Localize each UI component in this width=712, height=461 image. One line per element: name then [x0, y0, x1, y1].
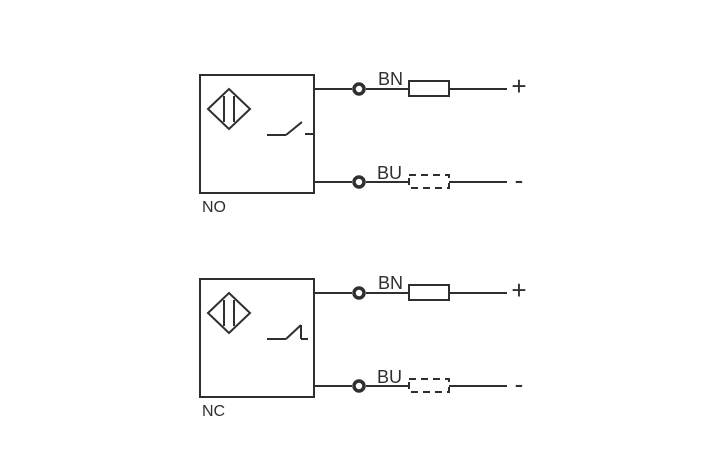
switch-normally-open-icon: [267, 121, 313, 136]
wire-label-bu: BU: [377, 367, 402, 387]
terminal-circle: [352, 175, 366, 189]
load-resistor-solid: [408, 284, 450, 301]
polarity-plus: +: [511, 71, 526, 101]
wire-bu: BU -: [314, 367, 523, 399]
polarity-minus: -: [515, 369, 524, 399]
wire-label-bn: BN: [378, 273, 403, 293]
wire-label-bu: BU: [377, 163, 402, 183]
diagram-normally-closed: BN + BU - NC: [199, 273, 527, 420]
wire-label-bn: BN: [378, 69, 403, 89]
terminal-circle: [352, 82, 366, 96]
switch-blade: [285, 121, 303, 136]
load-resistor-dashed: [408, 378, 450, 393]
polarity-minus: -: [515, 165, 524, 195]
diagram-label-no: NO: [202, 199, 226, 216]
load-resistor-solid: [408, 80, 450, 97]
switch-blade: [285, 324, 302, 340]
wire-bn: BN +: [314, 273, 527, 305]
wire-bu: BU -: [314, 163, 523, 195]
load-resistor-dashed: [408, 174, 450, 189]
wire-bn: BN +: [314, 69, 527, 101]
sensor-body: [199, 74, 315, 194]
switch-normally-closed-icon: [267, 324, 308, 340]
terminal-circle: [352, 286, 366, 300]
diagram-normally-open: BN + BU - NO: [199, 69, 527, 216]
polarity-plus: +: [511, 275, 526, 305]
terminal-circle: [352, 379, 366, 393]
diagram-label-nc: NC: [202, 403, 225, 420]
proximity-sensor-diamond-icon: [206, 87, 252, 131]
sensor-body: [199, 278, 315, 398]
proximity-sensor-diamond-icon: [206, 291, 252, 335]
